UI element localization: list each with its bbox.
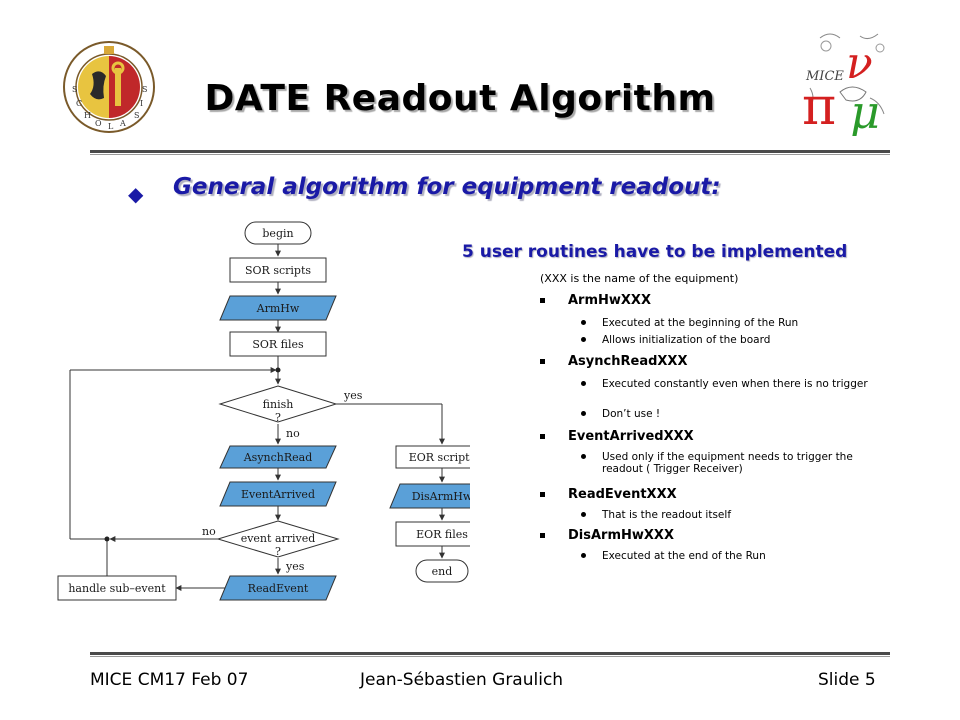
finish-decision	[218, 385, 338, 423]
event-arrived-label: event arrived	[241, 532, 316, 545]
square-bullet-icon	[540, 434, 545, 439]
svg-text:S: S	[72, 85, 77, 94]
eor-scripts-node	[395, 445, 470, 469]
square-bullet-icon	[540, 492, 545, 497]
armhw-label: ArmHw	[256, 302, 300, 315]
finish-no-label: no	[286, 427, 300, 440]
routine-detail-text: Allows initialization of the board	[602, 334, 771, 346]
asynchread-label: AsynchRead	[243, 451, 313, 464]
event-no-label: no	[202, 525, 216, 538]
event-yes-label: yes	[285, 560, 305, 573]
routine-detail: Used only if the equipment needs to trig…	[581, 451, 877, 475]
routines-note: (XXX is the name of the equipment)	[540, 272, 739, 285]
event-arrived-question: ?	[275, 545, 281, 558]
handle-subevent-label: handle sub–event	[68, 582, 166, 595]
title-divider	[90, 150, 890, 153]
end-node	[415, 559, 469, 583]
footer-meeting: MICE CM17 Feb 07	[90, 670, 249, 690]
finish-yes-label: yes	[343, 389, 363, 402]
svg-text:MICE: MICE	[805, 69, 844, 84]
svg-text:ν: ν	[846, 38, 873, 89]
asynchread-node	[219, 445, 337, 469]
finish-question: ?	[275, 411, 281, 424]
dot-bullet-icon	[581, 381, 586, 386]
dot-bullet-icon	[581, 553, 586, 558]
footer-divider	[90, 652, 890, 655]
eor-files-node	[395, 521, 470, 547]
routine-item: AsynchReadXXX	[540, 354, 687, 369]
routine-item: DisArmHwXXX	[540, 528, 674, 543]
routine-name: ArmHwXXX	[568, 293, 651, 308]
routine-name: ReadEventXXX	[568, 487, 677, 502]
readevent-node	[219, 575, 337, 601]
event-arrived-decision	[216, 520, 340, 558]
footer-slide-number: Slide 5	[818, 670, 876, 690]
begin-label: begin	[262, 227, 293, 240]
square-bullet-icon	[540, 533, 545, 538]
routine-detail: Executed at the end of the Run	[581, 550, 877, 562]
svg-text:S: S	[142, 85, 147, 94]
svg-text:L: L	[108, 122, 114, 131]
routine-detail-text: Executed at the end of the Run	[602, 550, 766, 562]
armhw-node	[219, 295, 337, 321]
dot-bullet-icon	[581, 454, 586, 459]
mice-logo: MICE π ν μ	[800, 28, 898, 139]
svg-text:H: H	[84, 111, 91, 120]
svg-text:C: C	[76, 99, 82, 108]
disarmhw-node	[389, 483, 470, 509]
routine-item: EventArrivedXXX	[540, 429, 694, 444]
diamond-bullet-icon: ◆	[128, 182, 144, 206]
dot-bullet-icon	[581, 337, 586, 342]
readevent-label: ReadEvent	[248, 582, 309, 595]
routine-detail-text: Used only if the equipment needs to trig…	[602, 451, 853, 475]
routine-detail: Executed at the beginning of the Run	[581, 317, 877, 329]
routine-detail-text: Executed constantly even when there is n…	[602, 378, 868, 390]
routine-name: AsynchReadXXX	[568, 354, 688, 369]
end-label: end	[432, 565, 453, 578]
dot-bullet-icon	[581, 512, 586, 517]
svg-text:π: π	[802, 77, 836, 136]
sor-scripts-node	[229, 257, 327, 283]
square-bullet-icon	[540, 359, 545, 364]
svg-text:A: A	[119, 119, 126, 128]
eor-files-label: EOR files	[416, 528, 468, 541]
svg-text:O: O	[95, 119, 102, 128]
routine-detail: Executed constantly even when there is n…	[581, 378, 877, 390]
routine-detail: That is the readout itself	[581, 509, 877, 521]
svg-text:S: S	[134, 111, 139, 120]
begin-node	[244, 221, 312, 245]
finish-label: finish	[263, 398, 294, 411]
sor-files-label: SOR files	[252, 338, 304, 351]
handle-subevent-node	[57, 575, 177, 601]
footer-author: Jean-Sébastien Graulich	[360, 670, 564, 690]
routine-detail-text: Don’t use !	[602, 408, 661, 420]
routine-item: ArmHwXXX	[540, 293, 651, 308]
dot-bullet-icon	[581, 411, 586, 416]
eventarrived-node	[219, 481, 337, 507]
routine-name: EventArrivedXXX	[568, 429, 694, 444]
main-bullet-text: General algorithm for equipment readout:	[173, 174, 721, 200]
sor-scripts-label: SOR scripts	[245, 264, 311, 277]
dot-bullet-icon	[581, 320, 586, 325]
routines-heading: 5 user routines have to be implemented	[462, 242, 848, 262]
title-divider-thin	[90, 154, 890, 155]
sor-files-node	[229, 331, 327, 357]
eventarrived-label: EventArrived	[241, 488, 315, 501]
disarmhw-label: DisArmHw	[412, 490, 470, 503]
routine-detail-text: Executed at the beginning of the Run	[602, 317, 799, 329]
readout-flowchart: begin SOR scripts ArmHw SOR files finish…	[57, 221, 470, 601]
routine-detail: Allows initialization of the board	[581, 334, 877, 346]
eor-scripts-label: EOR scripts	[409, 451, 470, 464]
routine-detail: Don’t use !	[581, 408, 877, 420]
routine-item: ReadEventXXX	[540, 487, 677, 502]
routine-detail-text: That is the readout itself	[602, 509, 732, 521]
svg-text:I: I	[140, 99, 143, 108]
slide-title: DATE Readout Algorithm	[204, 78, 716, 119]
routine-name: DisArmHwXXX	[568, 528, 674, 543]
square-bullet-icon	[540, 298, 545, 303]
svg-text:μ: μ	[850, 85, 880, 136]
footer-divider-thin	[90, 656, 890, 657]
